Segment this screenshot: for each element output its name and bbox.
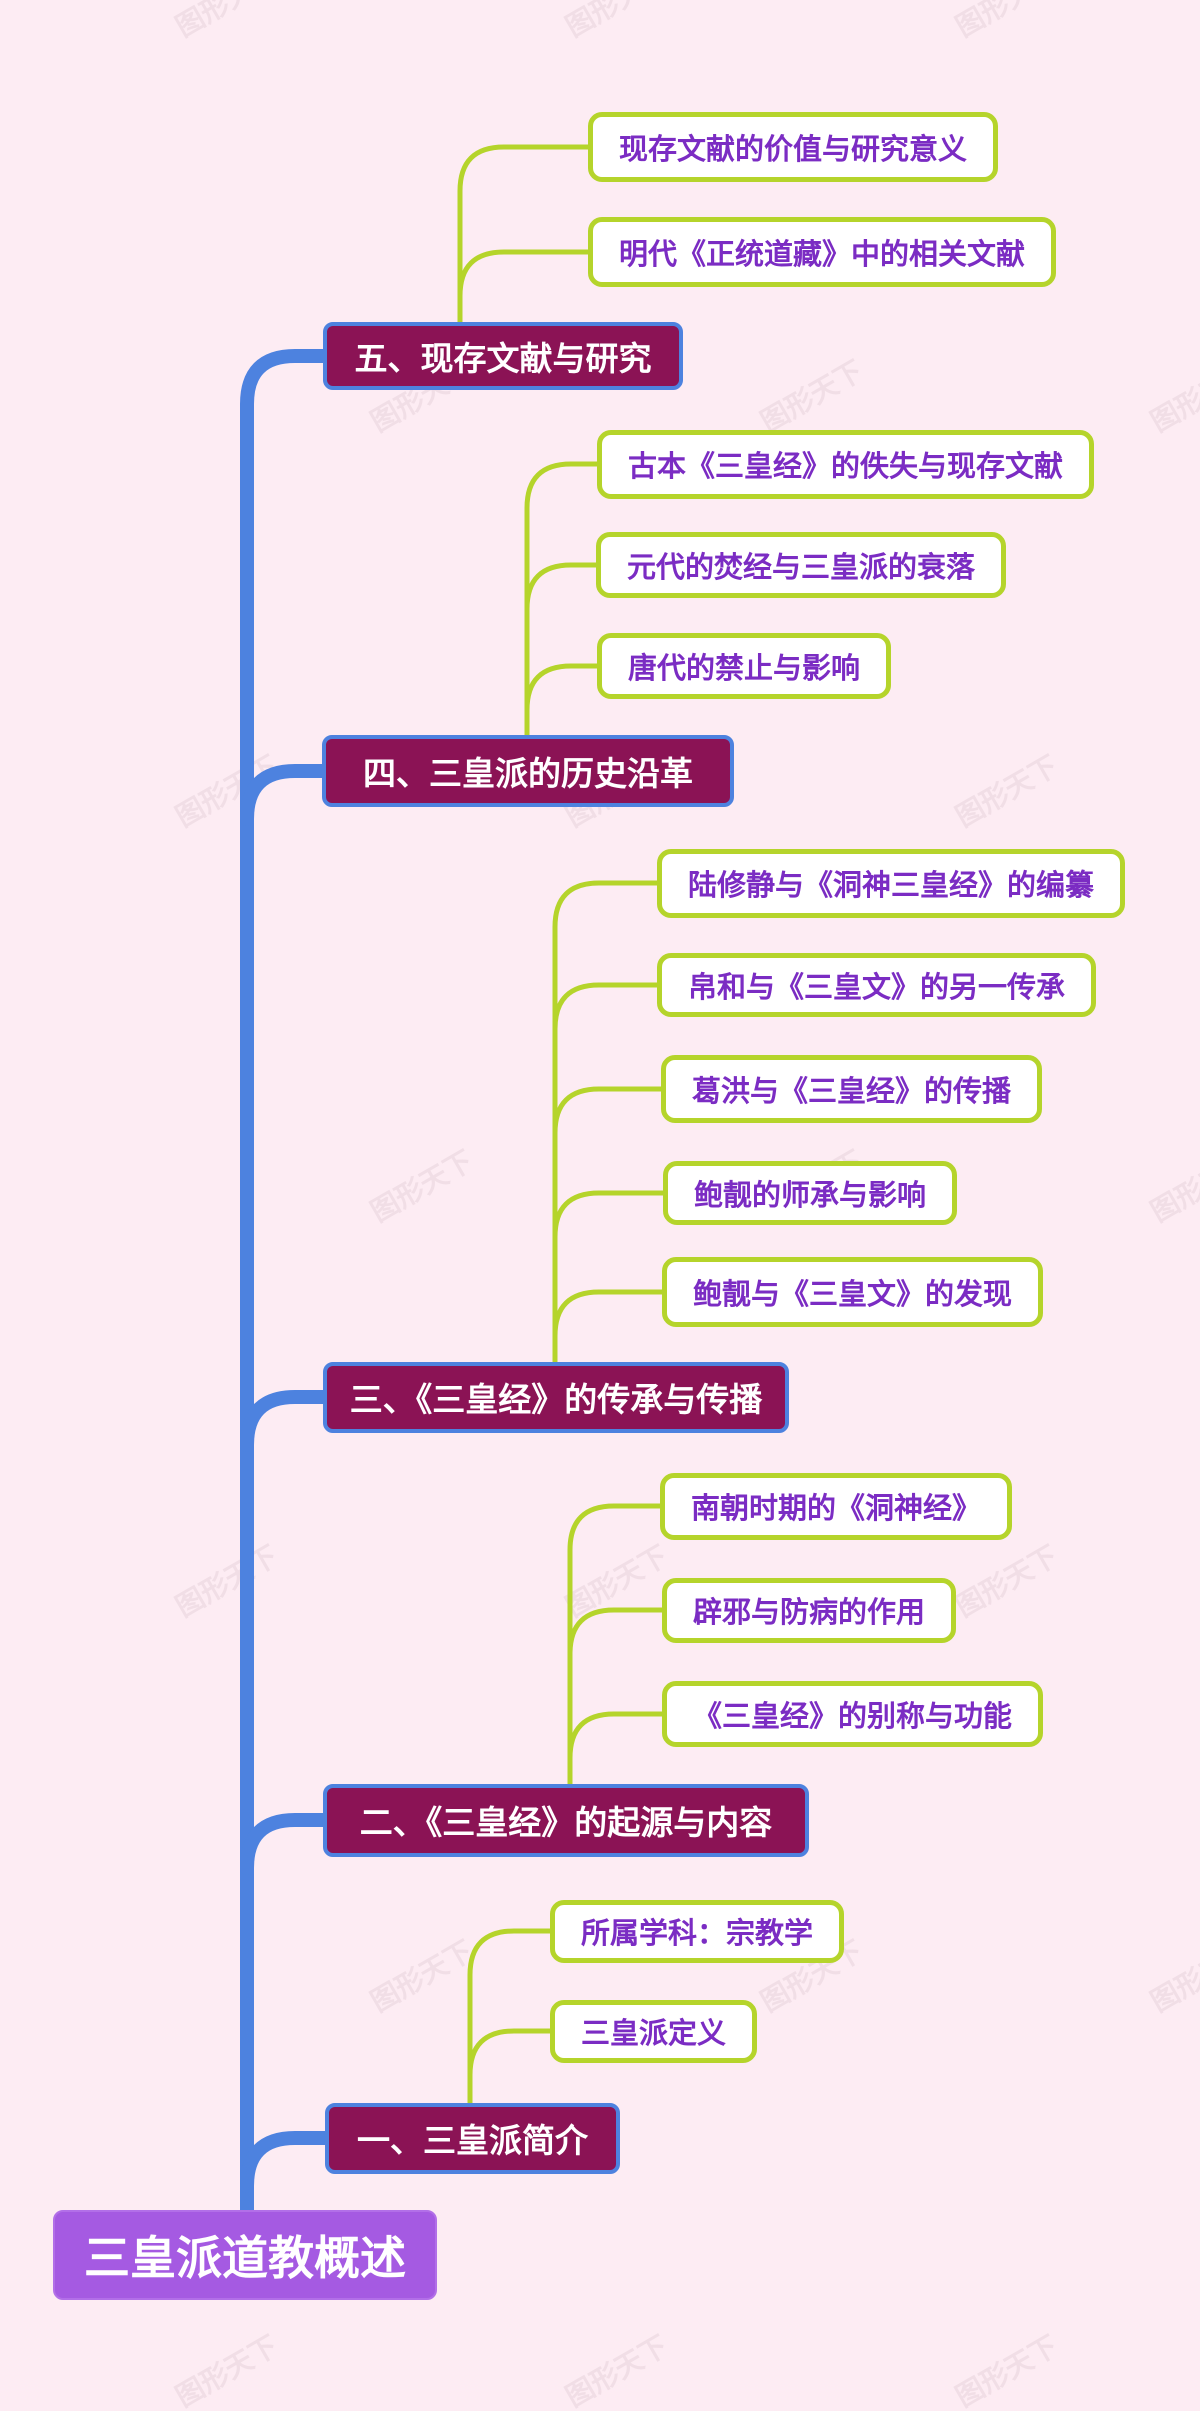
leaf-connector — [552, 1086, 664, 1136]
leaf-connector — [467, 2028, 553, 2078]
leaf-node[interactable]: 明代《正统道藏》中的相关文献 — [588, 217, 1057, 287]
leaf-node[interactable]: 三皇派定义 — [550, 1999, 758, 2063]
branch-node[interactable]: 四、三皇派的历史沿革 — [322, 735, 734, 807]
leaf-node[interactable]: 《三皇经》的别称与功能 — [662, 1681, 1044, 1747]
leaf-connector — [567, 1711, 665, 1761]
leaf-node[interactable]: 鲍靓与《三皇文》的发现 — [662, 1257, 1044, 1327]
leaf-connector — [552, 1289, 665, 1339]
branch-stub-connector — [240, 1813, 330, 1875]
leaf-connector — [524, 461, 600, 738]
root-node[interactable]: 三皇派道教概述 — [53, 2210, 437, 2300]
leaf-connector — [552, 982, 660, 1032]
leaf-node[interactable]: 陆修静与《洞神三皇经》的编纂 — [657, 848, 1126, 918]
leaf-node[interactable]: 葛洪与《三皇经》的传播 — [661, 1055, 1043, 1123]
branch-stub-connector — [240, 1390, 330, 1452]
branch-node[interactable]: 三、《三皇经》的传承与传播 — [323, 1361, 789, 1433]
branch-node[interactable]: 二、《三皇经》的起源与内容 — [323, 1783, 809, 1857]
trunk-connector — [240, 349, 330, 2219]
leaf-connector — [567, 1607, 665, 1657]
leaf-connector — [457, 249, 591, 299]
branch-stub-connector — [240, 764, 329, 826]
leaf-node[interactable]: 元代的焚经与三皇派的衰落 — [596, 532, 1007, 598]
leaf-node[interactable]: 鲍靓的师承与影响 — [663, 1161, 958, 1225]
leaf-node[interactable]: 南朝时期的《洞神经》 — [660, 1472, 1013, 1540]
branch-node[interactable]: 一、三皇派简介 — [325, 2102, 620, 2174]
leaf-connector — [524, 663, 600, 713]
leaf-node[interactable]: 古本《三皇经》的佚失与现存文献 — [597, 429, 1095, 499]
branch-node[interactable]: 五、现存文献与研究 — [323, 322, 683, 390]
leaf-connector — [467, 1928, 553, 2105]
leaf-node[interactable]: 帛和与《三皇文》的另一传承 — [657, 953, 1097, 1017]
leaf-connector — [552, 1190, 666, 1240]
leaf-connector — [567, 1503, 663, 1786]
leaf-node[interactable]: 辟邪与防病的作用 — [662, 1577, 957, 1643]
branch-stub-connector — [240, 2131, 332, 2193]
leaf-connector — [457, 144, 591, 325]
leaf-node[interactable]: 唐代的禁止与影响 — [597, 633, 892, 699]
leaf-connector — [524, 562, 599, 612]
leaf-connector — [552, 880, 660, 1364]
leaf-node[interactable]: 所属学科：宗教学 — [550, 1899, 845, 1963]
leaf-node[interactable]: 现存文献的价值与研究意义 — [588, 112, 999, 182]
